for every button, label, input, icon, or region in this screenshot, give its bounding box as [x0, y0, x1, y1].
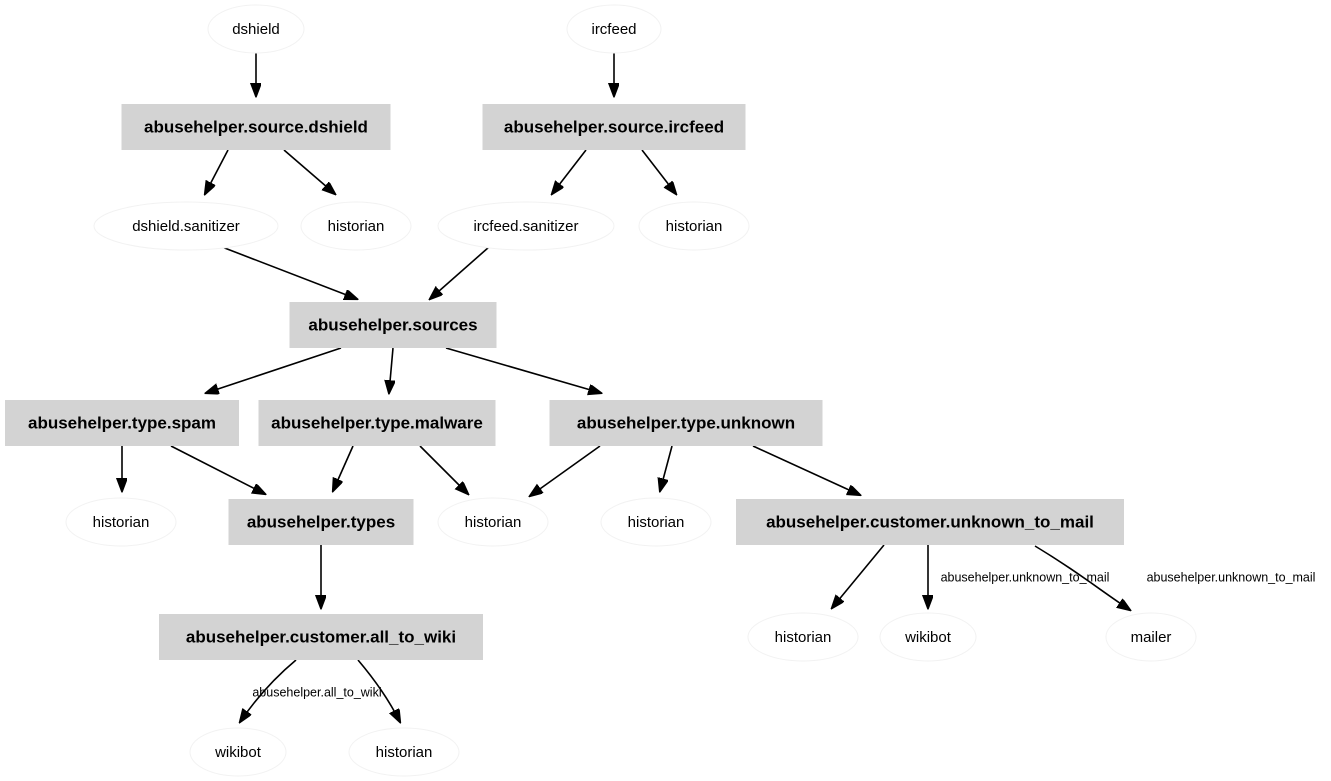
- node-historian_types[interactable]: historian: [437, 497, 549, 547]
- node-sources[interactable]: abusehelper.sources: [289, 302, 497, 348]
- node-shape-ellipse[interactable]: [747, 612, 859, 662]
- node-shape-box[interactable]: [549, 400, 823, 446]
- edge-source_ircfeed-to-ircfeed_sanitizer: [552, 149, 587, 194]
- edge-cust_unknown_mail-to-historian_mail: [832, 544, 885, 608]
- node-historian_ircfeed[interactable]: historian: [638, 201, 750, 251]
- edge-cust_unknown_mail-to-mailer: [1034, 545, 1130, 610]
- edge-label: abusehelper.unknown_to_mail: [941, 570, 1110, 584]
- node-type_spam[interactable]: abusehelper.type.spam: [5, 400, 239, 446]
- edge-sources-to-type_unknown: [445, 347, 601, 393]
- node-label: abusehelper.type.spam: [28, 413, 216, 432]
- node-label: historian: [93, 514, 150, 531]
- node-historian_wiki[interactable]: historian: [348, 727, 460, 777]
- node-label: abusehelper.type.unknown: [577, 413, 795, 432]
- edge-source_dshield-to-dshield_sanitizer: [205, 149, 229, 194]
- node-historian_dshield[interactable]: historian: [300, 201, 412, 251]
- node-shape-ellipse[interactable]: [348, 727, 460, 777]
- edge-cust_all_to_wiki-to-historian_wiki: [357, 659, 400, 722]
- edge-type_unknown-to-historian_types: [530, 445, 601, 496]
- node-source_ircfeed[interactable]: abusehelper.source.ircfeed: [482, 104, 746, 150]
- node-ircfeed[interactable]: ircfeed: [566, 4, 662, 54]
- edge-labels-layer: abusehelper.unknown_to_mail abusehelper.u…: [252, 570, 1315, 699]
- nodes-layer: dshield ircfeed abusehelper.source.dshield…: [5, 4, 1197, 777]
- edge-source_ircfeed-to-historian_ircfeed: [641, 149, 676, 194]
- node-label: abusehelper.type.malware: [271, 413, 483, 432]
- edge-label: abusehelper.all_to_wiki: [252, 685, 381, 699]
- node-ircfeed_sanitizer[interactable]: ircfeed.sanitizer: [437, 201, 615, 251]
- edge-type_spam-to-types: [170, 445, 265, 494]
- node-label: dshield: [232, 21, 280, 38]
- edge-sources-to-type_malware: [389, 347, 393, 393]
- edge-sources-to-type_spam: [206, 347, 342, 393]
- node-shape-box[interactable]: [258, 400, 496, 446]
- node-shape-ellipse[interactable]: [437, 201, 615, 251]
- edge-type_malware-to-historian_types: [419, 445, 468, 494]
- node-label: ircfeed.sanitizer: [473, 218, 578, 235]
- edge-type_malware-to-types: [333, 445, 354, 491]
- node-type_malware[interactable]: abusehelper.type.malware: [258, 400, 496, 446]
- node-shape-box[interactable]: [289, 302, 497, 348]
- node-label: wikibot: [904, 629, 952, 646]
- node-wikibot_wiki[interactable]: wikibot: [189, 727, 287, 777]
- edge-cust_all_to_wiki-to-wikibot_wiki: [240, 659, 297, 722]
- node-label: abusehelper.sources: [308, 315, 477, 334]
- node-label: dshield.sanitizer: [132, 218, 240, 235]
- edges-layer: [122, 53, 1130, 722]
- node-label: historian: [775, 629, 832, 646]
- node-historian_spam[interactable]: historian: [65, 497, 177, 547]
- node-shape-ellipse[interactable]: [93, 201, 279, 251]
- edge-dshield_sanitizer-to-sources: [221, 246, 357, 299]
- node-label: abusehelper.types: [247, 512, 395, 531]
- node-label: historian: [376, 744, 433, 761]
- node-shape-ellipse[interactable]: [300, 201, 412, 251]
- node-label: ircfeed: [591, 21, 636, 38]
- edge-type_unknown-to-cust_unknown_mail: [752, 445, 860, 495]
- node-shape-box[interactable]: [121, 104, 391, 150]
- node-historian_mail[interactable]: historian: [747, 612, 859, 662]
- node-cust_all_to_wiki[interactable]: abusehelper.customer.all_to_wiki: [159, 614, 483, 660]
- node-dshield[interactable]: dshield: [207, 4, 305, 54]
- node-label: abusehelper.source.ircfeed: [504, 117, 724, 136]
- edge-source_dshield-to-historian_dshield: [283, 149, 335, 194]
- node-shape-ellipse[interactable]: [207, 4, 305, 54]
- node-shape-ellipse[interactable]: [1105, 612, 1197, 662]
- node-shape-ellipse[interactable]: [65, 497, 177, 547]
- node-source_dshield[interactable]: abusehelper.source.dshield: [121, 104, 391, 150]
- edge-type_unknown-to-historian_unknown: [660, 445, 673, 491]
- node-shape-box[interactable]: [5, 400, 239, 446]
- node-label: abusehelper.customer.unknown_to_mail: [766, 512, 1094, 531]
- edge-ircfeed_sanitizer-to-sources: [430, 246, 490, 299]
- node-cust_unknown_mail[interactable]: abusehelper.customer.unknown_to_mail: [736, 499, 1124, 545]
- node-shape-box[interactable]: [736, 499, 1124, 545]
- node-label: abusehelper.source.dshield: [144, 117, 368, 136]
- node-mailer[interactable]: mailer: [1105, 612, 1197, 662]
- node-shape-box[interactable]: [482, 104, 746, 150]
- node-shape-ellipse[interactable]: [600, 497, 712, 547]
- node-historian_unknown[interactable]: historian: [600, 497, 712, 547]
- node-shape-box[interactable]: [228, 499, 414, 545]
- node-shape-ellipse[interactable]: [566, 4, 662, 54]
- node-shape-ellipse[interactable]: [437, 497, 549, 547]
- node-dshield_sanitizer[interactable]: dshield.sanitizer: [93, 201, 279, 251]
- node-shape-box[interactable]: [159, 614, 483, 660]
- node-label: abusehelper.customer.all_to_wiki: [186, 627, 456, 646]
- node-label: mailer: [1131, 629, 1172, 646]
- edge-label: abusehelper.unknown_to_mail: [1147, 570, 1316, 584]
- node-type_unknown[interactable]: abusehelper.type.unknown: [549, 400, 823, 446]
- node-label: wikibot: [214, 744, 262, 761]
- node-label: historian: [465, 514, 522, 531]
- node-types[interactable]: abusehelper.types: [228, 499, 414, 545]
- node-label: historian: [666, 218, 723, 235]
- node-label: historian: [628, 514, 685, 531]
- node-wikibot_mail[interactable]: wikibot: [879, 612, 977, 662]
- node-label: historian: [328, 218, 385, 235]
- node-shape-ellipse[interactable]: [638, 201, 750, 251]
- node-shape-ellipse[interactable]: [189, 727, 287, 777]
- node-shape-ellipse[interactable]: [879, 612, 977, 662]
